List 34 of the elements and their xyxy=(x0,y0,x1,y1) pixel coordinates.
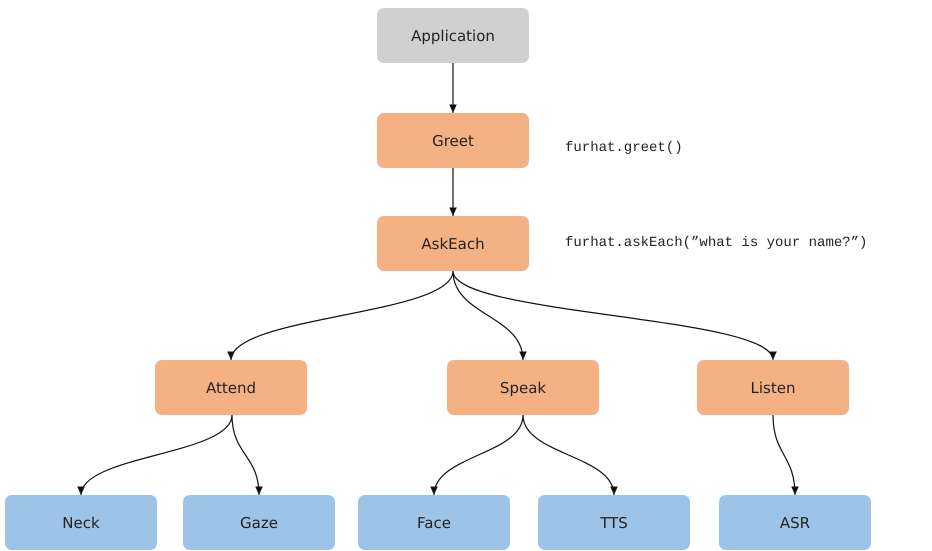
behavior-box xyxy=(377,216,529,271)
code-annotation: furhat.greet() xyxy=(565,140,683,156)
node-label: ASR xyxy=(780,514,810,532)
node-label: Face xyxy=(417,514,451,532)
node-label: Neck xyxy=(62,514,100,532)
module-box xyxy=(183,495,335,550)
node-label: Speak xyxy=(500,378,546,396)
arrow xyxy=(522,414,616,496)
node-label: Gaze xyxy=(240,514,278,532)
arrow xyxy=(231,414,262,496)
behavior-box xyxy=(697,360,849,415)
module-box xyxy=(5,495,157,550)
arrow xyxy=(230,270,454,360)
arrow xyxy=(449,168,457,216)
module-box xyxy=(719,495,871,550)
behavior-box xyxy=(377,113,529,168)
behavior-box xyxy=(447,360,599,415)
node-label: Listen xyxy=(750,378,796,396)
arrow xyxy=(80,414,233,496)
node-label: Application xyxy=(411,26,495,44)
node-label: TTS xyxy=(600,514,628,532)
arrow xyxy=(452,270,526,360)
module-box xyxy=(358,495,510,550)
code-annotation: furhat.askEach(”what is your name?”) xyxy=(565,235,868,251)
module-box xyxy=(538,495,690,550)
node-label: Attend xyxy=(206,378,256,396)
node-label: AskEach xyxy=(421,234,485,252)
behavior-box xyxy=(155,360,307,415)
arrow xyxy=(432,414,524,496)
arrow xyxy=(449,63,457,113)
arrow xyxy=(452,270,774,360)
node-label: Greet xyxy=(432,132,474,150)
root-box xyxy=(377,8,529,63)
arrow xyxy=(772,414,798,496)
